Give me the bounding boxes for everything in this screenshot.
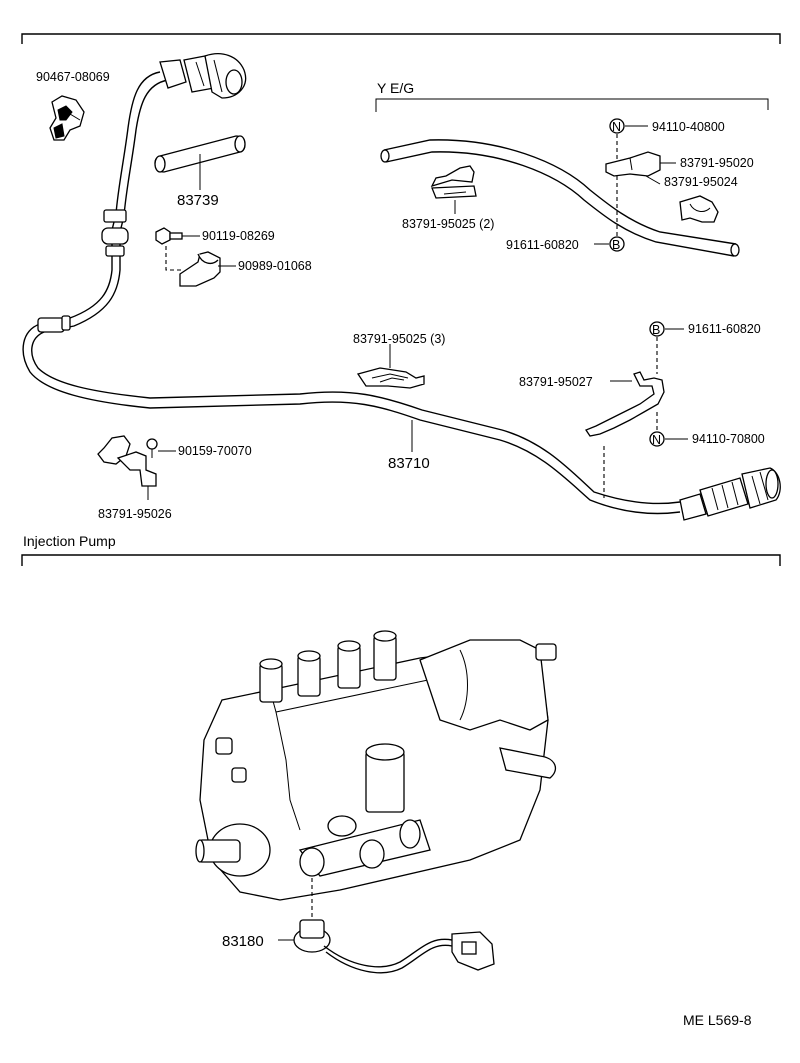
speedometer-cable-83710 (22, 53, 781, 521)
bolt-90159-70070: 90159-70070 (146, 438, 252, 458)
callout-83739: 83739 (177, 192, 219, 209)
lower-section-frame: Injection Pump (21, 533, 781, 566)
hose-83739: 83739 (154, 135, 246, 209)
callout-90989-01068: 90989-01068 (238, 259, 312, 273)
callout-83180: 83180 (222, 933, 264, 950)
sensor-83180: 83180 (222, 878, 495, 974)
sub-section-frame: Y E/G (375, 80, 769, 112)
clip-90467-08069: 90467-08069 (36, 70, 110, 141)
callout-90159-70070: 90159-70070 (178, 444, 252, 458)
callout-90119-08269: 90119-08269 (202, 229, 275, 243)
clip-83791-95024 (679, 195, 719, 223)
callout-83710: 83710 (388, 455, 430, 472)
bolt-91611-60820-upper: B 91611-60820 (506, 236, 625, 252)
delivery-valve-holders (259, 630, 397, 703)
callout-83791-95024: 83791-95024 (664, 175, 738, 189)
bracket-83791-95026: 83791-95026 (97, 435, 172, 521)
bolt-90119-08269: 90119-08269 (155, 227, 275, 245)
symbol-n-lower: N (652, 433, 661, 447)
symbol-n-upper: N (612, 120, 621, 134)
callout-83791-95025-2: 83791-95025 (2) (402, 217, 494, 231)
callout-83791-95026: 83791-95026 (98, 507, 172, 521)
callout-94110-70800: 94110-70800 (692, 432, 765, 446)
bolt-91611-60820-lower: B 91611-60820 (649, 321, 761, 374)
callout-91611-60820-upper: 91611-60820 (506, 238, 579, 252)
callout-83791-95025-3: 83791-95025 (3) (353, 332, 445, 346)
symbol-b-upper: B (612, 238, 620, 252)
upper-section-frame (21, 33, 781, 44)
cable-y-eg (380, 139, 740, 257)
callout-94110-40800: 94110-40800 (652, 120, 725, 134)
nut-94110-40800: N 94110-40800 (609, 118, 725, 236)
bracket-83791-95027: 83791-95027 (519, 371, 665, 498)
bracket-90989-01068: 90989-01068 (165, 246, 312, 287)
symbol-b-lower: B (652, 323, 660, 337)
label-83710-group: 83710 (388, 420, 430, 472)
injection-pump-illustration (195, 630, 557, 901)
sub-section-label: Y E/G (377, 80, 414, 96)
bracket-83791-95020: 83791-95020 83791-95024 (605, 151, 754, 189)
callout-91611-60820-lower: 91611-60820 (688, 322, 761, 336)
lower-section-title: Injection Pump (23, 533, 116, 549)
callout-90467-08069: 90467-08069 (36, 70, 110, 84)
clamp-83791-95025-3: 83791-95025 (3) (353, 332, 445, 389)
callout-83791-95020: 83791-95020 (680, 156, 754, 170)
footer-code: ME L569-8 (683, 1012, 752, 1028)
clamp-83791-95025-2: 83791-95025 (2) (402, 165, 494, 231)
nut-94110-70800: N 94110-70800 (649, 412, 765, 447)
callout-83791-95027: 83791-95027 (519, 375, 593, 389)
